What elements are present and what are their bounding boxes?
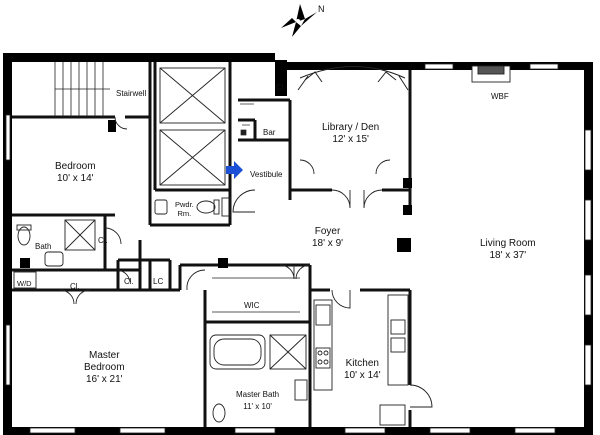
vestibule-arrow	[226, 161, 243, 179]
library-bay	[297, 66, 409, 91]
library-label: Library / Den 12' x 15'	[322, 122, 380, 145]
bar-label: Bar	[263, 128, 276, 137]
closet-top-label: Cl.	[276, 83, 286, 92]
windows	[5, 63, 592, 434]
bath-label: Bath	[35, 242, 52, 251]
columns	[20, 120, 412, 268]
master-bedroom-label: Master Bedroom 16' x 21'	[84, 350, 125, 385]
fireplace	[471, 65, 511, 83]
closet-shelves	[212, 103, 300, 313]
wbf-label: WBF	[491, 92, 509, 101]
bath-fixtures	[13, 219, 96, 289]
master-bath-fixtures	[209, 334, 308, 423]
powder-room-label: Pwdr. Rm.	[175, 200, 194, 218]
stairwell-label: Stairwell	[116, 89, 147, 98]
master-bath-label: Master Bath 11' x 10'	[236, 390, 280, 411]
bedroom-label: Bedroom 10' x 14'	[55, 161, 96, 184]
stair-treads	[54, 62, 110, 117]
wic-label: WIC	[244, 301, 260, 310]
kitchen-label: Kitchen 10' x 14'	[344, 358, 381, 381]
kitchen-fixtures	[313, 294, 409, 426]
elevator-shafts	[159, 67, 226, 186]
closet-hall-label: Cl.	[124, 277, 134, 286]
linen-closet-label: LC	[153, 277, 164, 286]
door-swings	[59, 116, 433, 408]
washer-dryer-label: W/D	[17, 279, 32, 288]
interior-walls	[12, 62, 412, 427]
powder-fixtures	[154, 197, 231, 217]
foyer-label: Foyer 18' x 9'	[312, 226, 344, 249]
vestibule-label: Vestibule	[250, 170, 283, 179]
living-room-label: Living Room 18' x 37'	[480, 238, 536, 261]
closet-bath-label: Cl.	[98, 236, 108, 245]
compass-icon	[281, 4, 317, 37]
compass-north-label: N	[318, 4, 325, 14]
closet-small-label: Cl.	[70, 282, 80, 291]
